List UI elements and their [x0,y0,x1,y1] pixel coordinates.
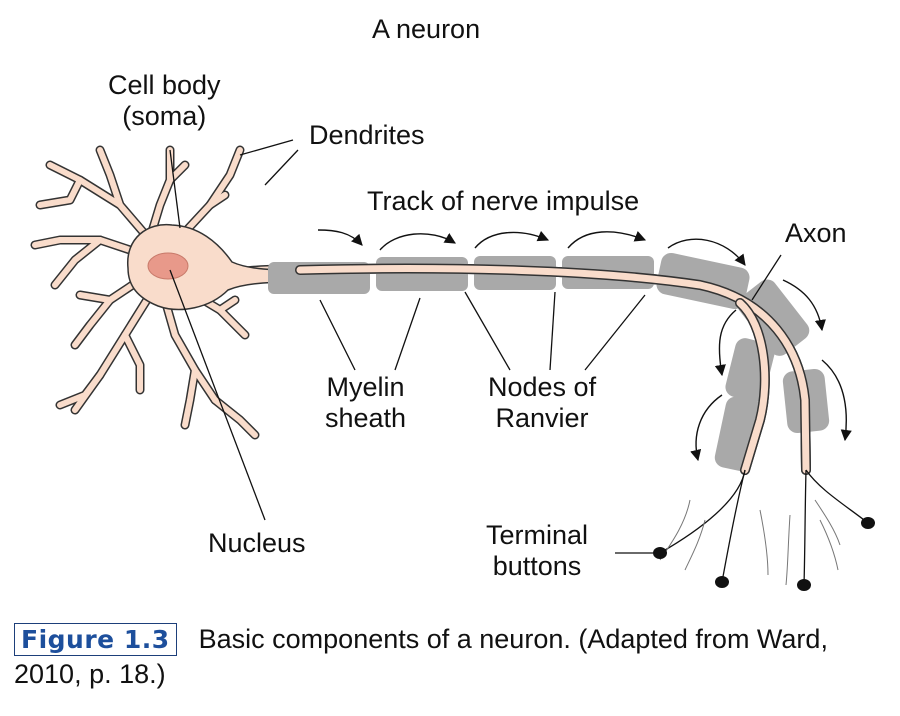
myelin-label-line1: Myelin [326,372,405,402]
nodes-label-line2: Ranvier [495,403,589,434]
nerve-impulse-arrows [317,229,852,462]
myelin-label-line2: sheath [325,403,407,434]
terminal-label-line1: Terminal [486,520,589,550]
caption-text: Basic components of a neuron. (Adapted f… [14,624,828,690]
terminal-buttons [653,469,875,591]
cell-body-label-line2: (soma) [122,101,207,132]
nucleus [147,252,189,280]
nodes-of-ranvier-label: Nodes of Ranvier [488,372,596,434]
neuron-diagram [30,139,875,591]
terminal-label-line2: buttons [492,551,582,582]
myelin-sheath [268,252,830,472]
track-label: Track of nerve impulse [367,186,640,216]
dendrites [30,145,260,440]
figure-number: Figure 1.3 [14,623,177,657]
cell-body [127,223,301,311]
cell-body-label-line1: Cell body [108,70,221,100]
dendrites-label: Dendrites [309,120,425,150]
cell-body-label: Cell body (soma) [108,70,221,132]
leader-lines [169,139,782,554]
myelin-sheath-label: Myelin sheath [325,372,406,434]
terminal-buttons-label: Terminal buttons [486,520,588,582]
diagram-title: A neuron [372,14,481,44]
nucleus-label: Nucleus [208,528,306,558]
axon-label: Axon [785,218,847,248]
nodes-label-line1: Nodes of [488,372,597,402]
